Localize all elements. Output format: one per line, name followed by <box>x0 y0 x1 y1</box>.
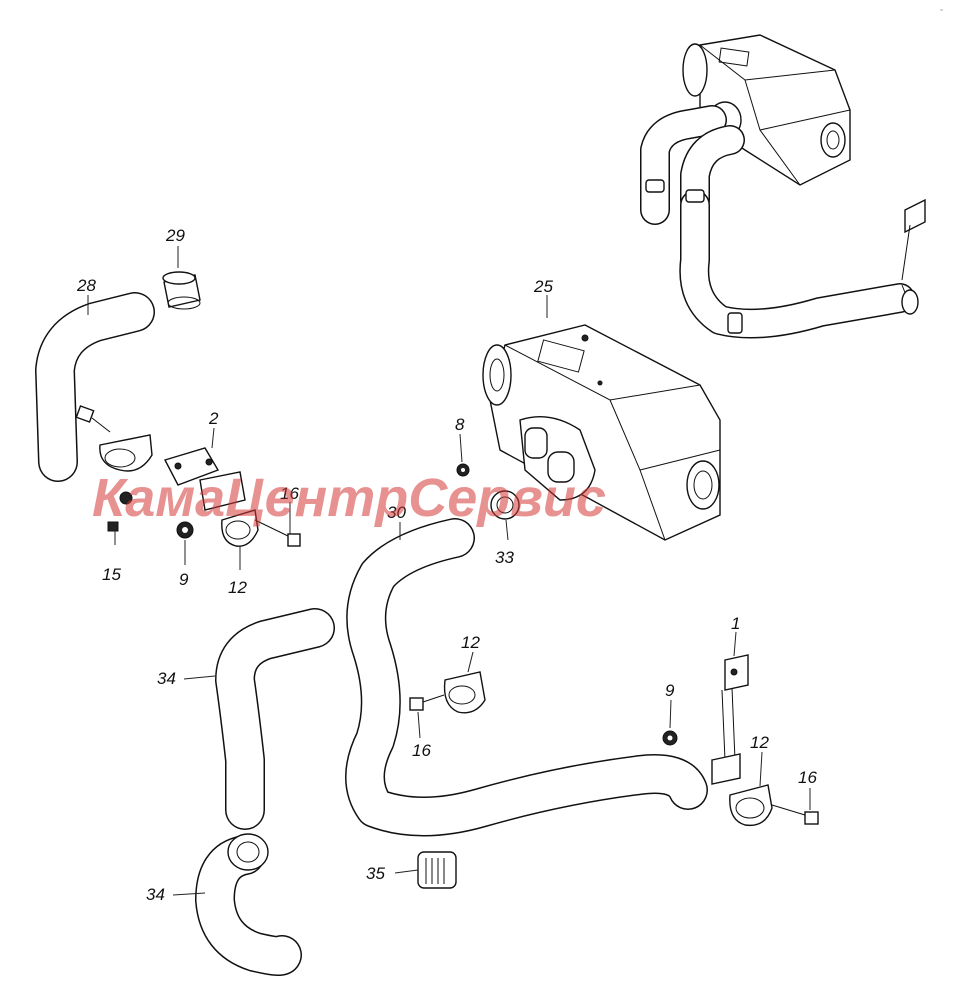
bolt-16-right <box>771 804 819 825</box>
callout-16-middle: 16 <box>412 741 431 760</box>
nut-9-left <box>176 521 194 539</box>
callout-34-lower: 34 <box>146 885 165 904</box>
corner-mark: ≈ <box>940 8 944 14</box>
watermark-logo: КамаЦентрСервис <box>92 468 606 528</box>
callout-25: 25 <box>533 277 553 296</box>
leader-lines <box>87 246 811 896</box>
hose-30 <box>345 518 708 837</box>
sleeve-29 <box>162 271 201 310</box>
bracket-1 <box>711 654 749 785</box>
callout-2: 2 <box>208 409 219 428</box>
clamp-12-left <box>221 509 259 547</box>
callout-29: 29 <box>165 226 185 245</box>
bracket-2 <box>163 447 246 511</box>
callout-15: 15 <box>102 565 121 584</box>
callout-28: 28 <box>76 276 96 295</box>
hose-28 <box>35 292 155 482</box>
top-hose-assembly <box>640 105 926 339</box>
nut-8 <box>456 463 470 477</box>
nut-15a <box>119 491 133 505</box>
callout-9-right: 9 <box>665 681 675 700</box>
nut-9-right <box>662 730 678 746</box>
hose-34-upper <box>215 608 335 830</box>
callout-labels: 29 28 2 16 15 9 12 25 8 30 33 12 16 34 3… <box>76 226 817 904</box>
callout-12-right: 12 <box>750 733 769 752</box>
heater-unit <box>482 324 721 541</box>
callout-16-left: 16 <box>280 484 299 503</box>
clamp-left <box>99 434 153 472</box>
bolt-left <box>75 405 111 433</box>
callout-12-left: 12 <box>228 578 247 597</box>
callout-34-upper: 34 <box>157 669 176 688</box>
callout-30: 30 <box>387 503 406 522</box>
callout-35: 35 <box>366 864 385 883</box>
clamp-12-right <box>729 784 773 827</box>
bolt-16-middle <box>409 694 445 711</box>
callout-16-right: 16 <box>798 768 817 787</box>
callout-1: 1 <box>731 614 740 633</box>
plug-35 <box>417 851 457 889</box>
sleeve-33 <box>490 490 520 520</box>
clamp-12-middle <box>443 671 486 714</box>
callout-33: 33 <box>495 548 514 567</box>
bolt-16-left <box>254 519 301 547</box>
hose-34-lower <box>195 833 302 976</box>
bolt-15 <box>107 521 119 532</box>
callout-9-left: 9 <box>179 570 189 589</box>
heater-assembly-overview <box>682 34 851 186</box>
callout-12-middle: 12 <box>461 633 480 652</box>
callout-8: 8 <box>455 415 465 434</box>
